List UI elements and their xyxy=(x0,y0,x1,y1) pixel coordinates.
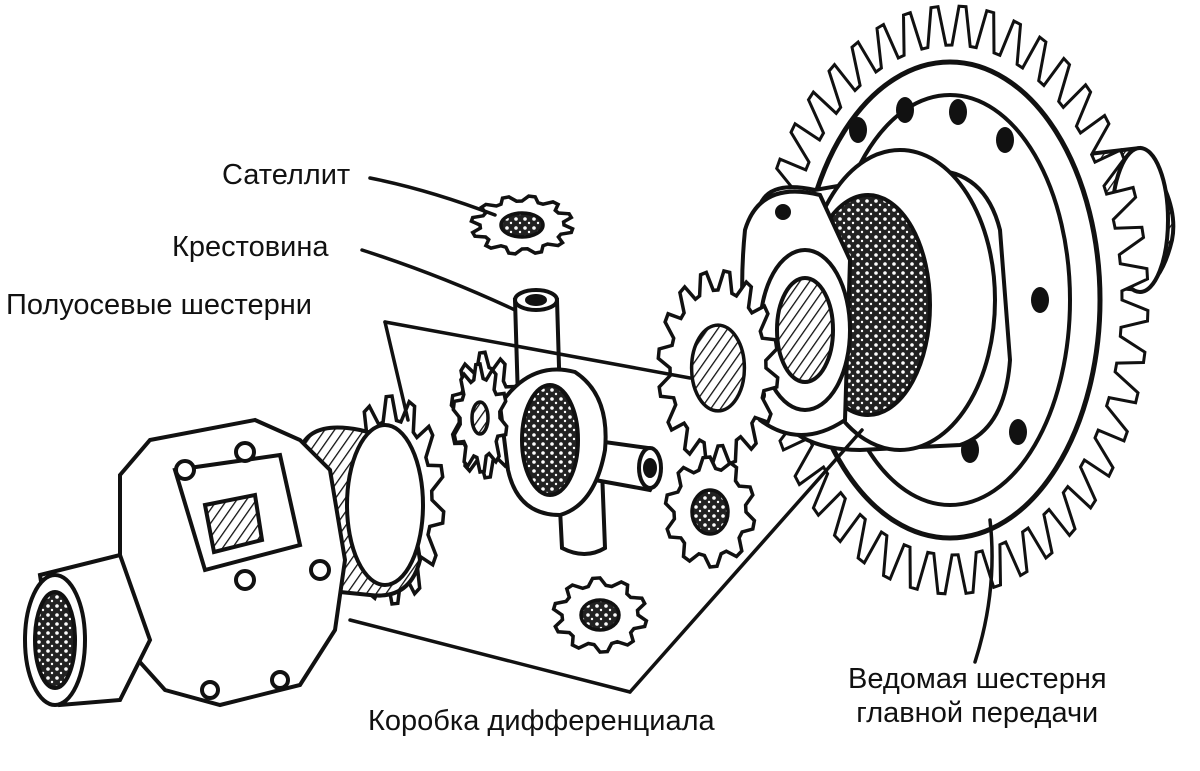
satellite-gear-right xyxy=(663,455,757,569)
housing-right-half xyxy=(740,148,1013,453)
label-half-axle-gears: Полуосевые шестерни xyxy=(6,289,312,321)
leader-half-axle-1 xyxy=(383,320,410,422)
leader-cross xyxy=(360,248,517,312)
satellite-gear-top xyxy=(469,194,575,256)
differential-housing-left xyxy=(23,394,446,708)
ring-gear-bolt-holes xyxy=(849,97,1049,463)
label-ring-gear-line1: Ведомая шестерня xyxy=(848,663,1107,695)
half-axle-gear-right xyxy=(656,268,780,468)
leader-housing-1 xyxy=(348,618,632,694)
label-ring-gear-line2: главной передачи xyxy=(856,697,1099,729)
cross-spider xyxy=(497,288,663,556)
leader-ring-gear xyxy=(973,518,994,664)
label-differential-housing: Коробка дифференциала xyxy=(368,705,715,737)
satellite-gear-bottom xyxy=(551,576,649,654)
leader-housing-2 xyxy=(628,428,864,694)
label-satellite: Сателлит xyxy=(222,159,351,191)
leader-half-axle-2 xyxy=(383,320,692,380)
label-cross: Крестовина xyxy=(172,231,329,263)
label-ring-gear: Ведомая шестерня главной передачи xyxy=(848,662,1107,730)
leader-lines xyxy=(348,176,994,694)
leader-satellite xyxy=(368,176,497,217)
half-axle-gear-left xyxy=(451,361,509,475)
